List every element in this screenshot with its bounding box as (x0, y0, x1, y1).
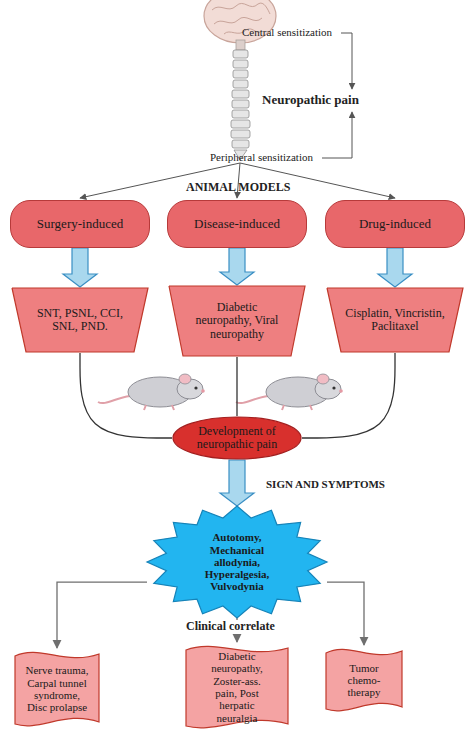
block-arrow (63, 248, 97, 287)
node-text: Diabetic neuropathy, Zoster-ass. pain, P… (206, 650, 268, 724)
node-text: Tumor chemo-therapy (334, 662, 394, 699)
correlate-banner: Diabetic neuropathy, Zoster-ass. pain, P… (185, 642, 289, 732)
annotation-label: Clinical correlate (186, 620, 275, 634)
model-trapezoid: Cisplatin, Vincristin, Paclitaxel (326, 287, 464, 353)
block-arrow (220, 460, 254, 506)
block-arrow (220, 248, 254, 285)
vertebra (233, 70, 248, 78)
mouse-eye (332, 386, 335, 389)
symptom-star: Autotomy, Mechanical allodynia, Hyperalg… (147, 506, 327, 618)
node-text: SNT, PSNL, CCI, SNL, PND. (30, 307, 130, 334)
mouse-nose (339, 389, 343, 393)
curve-connector (236, 357, 237, 416)
banner-shape (15, 652, 99, 726)
category-box: Drug-induced (325, 200, 465, 248)
vertebra (231, 130, 250, 138)
mouse-tail (98, 396, 130, 403)
annotation-label: Neuropathic pain (262, 93, 359, 108)
mouse-ear (179, 374, 191, 384)
vertebra (233, 60, 248, 68)
starburst-shape (147, 506, 327, 618)
vertebra (232, 100, 249, 108)
mouse-feet (282, 405, 312, 410)
node-text: Disease-induced (172, 217, 302, 232)
node-text: Diabetic neuropathy, Viral neuropathy (189, 301, 285, 341)
node-text: Development of neuropathic pain (185, 425, 289, 452)
annotation-label: Central sensitization (242, 26, 332, 39)
curve-connector (80, 353, 172, 438)
category-box: Surgery-induced (10, 200, 150, 248)
vertebra (233, 50, 248, 58)
leader-arrows (80, 33, 395, 198)
mouse-ear (317, 374, 329, 384)
vertebra (232, 110, 249, 118)
vertebra (232, 140, 249, 148)
mouse-nose (201, 389, 205, 393)
annotation-label: Peripheral sensitization (210, 151, 313, 164)
elbow-arrow (327, 582, 364, 645)
trapezoid-shape (327, 288, 463, 352)
category-box: Disease-induced (167, 200, 307, 248)
brain-illustration (204, 0, 276, 50)
node-text: Cisplatin, Vincristin, Paclitaxel (345, 307, 445, 334)
brain-stem (236, 40, 245, 50)
correlate-banner: Tumor chemo-therapy (325, 645, 403, 715)
node-text: Nerve trauma, Carpal tunnel syndrome, Di… (24, 664, 90, 713)
mouse-illustration (98, 374, 205, 410)
trapezoid-shape (169, 286, 305, 356)
annotation-label: ANIMAL MODELS (186, 181, 290, 195)
block-arrow (378, 248, 412, 287)
mouse-tail (236, 396, 268, 403)
node-text: Autotomy, Mechanical allodynia, Hyperalg… (191, 531, 283, 593)
annotation-label: SIGN AND SYMPTOMS (266, 478, 385, 491)
vertebra (232, 90, 249, 98)
banner-shape (326, 649, 402, 711)
mouse-feet (144, 405, 174, 410)
curve-connector (302, 353, 395, 438)
mouse-illustration (236, 374, 343, 410)
vertebra (231, 120, 250, 128)
model-trapezoid: Diabetic neuropathy, Viral neuropathy (168, 285, 306, 357)
banner-shape (186, 646, 288, 728)
ellipse-shape (173, 417, 301, 459)
node-text: Surgery-induced (15, 217, 145, 232)
model-trapezoid: SNT, PSNL, CCI, SNL, PND. (11, 287, 149, 353)
mouse-eye (194, 386, 197, 389)
elbow-arrow (57, 582, 147, 648)
node-text: Drug-induced (330, 217, 460, 232)
outcome-ellipse: Development of neuropathic pain (172, 416, 302, 460)
leader-arrow (341, 33, 352, 89)
leader-arrow (322, 112, 352, 158)
trapezoid-shape (12, 288, 148, 352)
vertebra (233, 80, 248, 88)
correlate-banner: Nerve trauma, Carpal tunnel syndrome, Di… (14, 648, 100, 730)
spinal-column (231, 50, 250, 160)
